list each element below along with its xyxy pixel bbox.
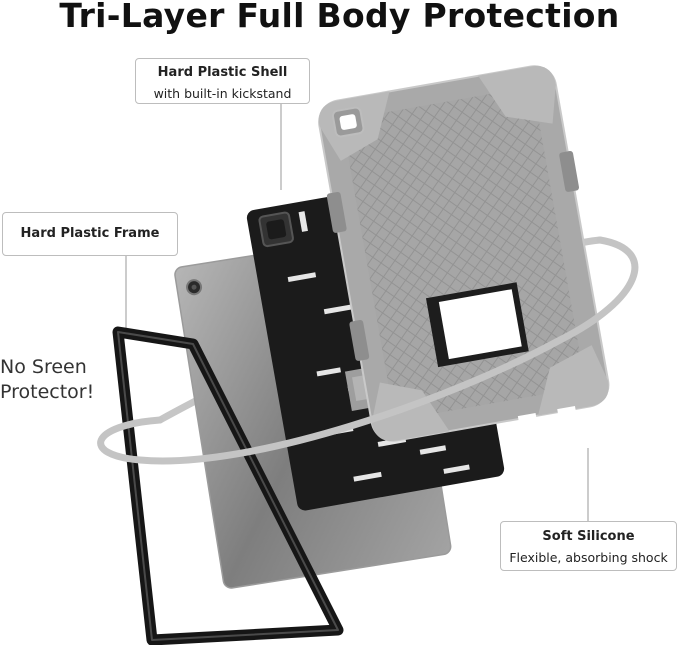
hard-plastic-frame bbox=[112, 326, 344, 645]
hard-plastic-frame-title: Hard Plastic Frame bbox=[20, 226, 160, 241]
soft-silicone-title: Soft Silicone bbox=[542, 529, 635, 544]
hard-plastic-shell-subtitle: with built-in kickstand bbox=[153, 86, 292, 101]
hard-plastic-frame-callout: Hard Plastic Frame bbox=[2, 212, 178, 256]
soft-silicone-callout: Soft Silicone Flexible, absorbing shock bbox=[500, 521, 677, 571]
soft-silicone-subtitle: Flexible, absorbing shock bbox=[509, 550, 668, 565]
hard-plastic-shell-title: Hard Plastic Shell bbox=[157, 65, 288, 80]
note-line-1: No Sreen bbox=[0, 356, 87, 378]
rotation-ring-front bbox=[97, 236, 639, 465]
note-line-2: Protector! bbox=[0, 381, 95, 403]
soft-silicone-sleeve bbox=[318, 65, 610, 442]
hard-plastic-shell-callout: Hard Plastic Shell with built-in kicksta… bbox=[135, 58, 310, 104]
page-title: Tri-Layer Full Body Protection bbox=[59, 0, 620, 35]
no-screen-protector-note: No Sreen Protector! bbox=[0, 355, 94, 405]
